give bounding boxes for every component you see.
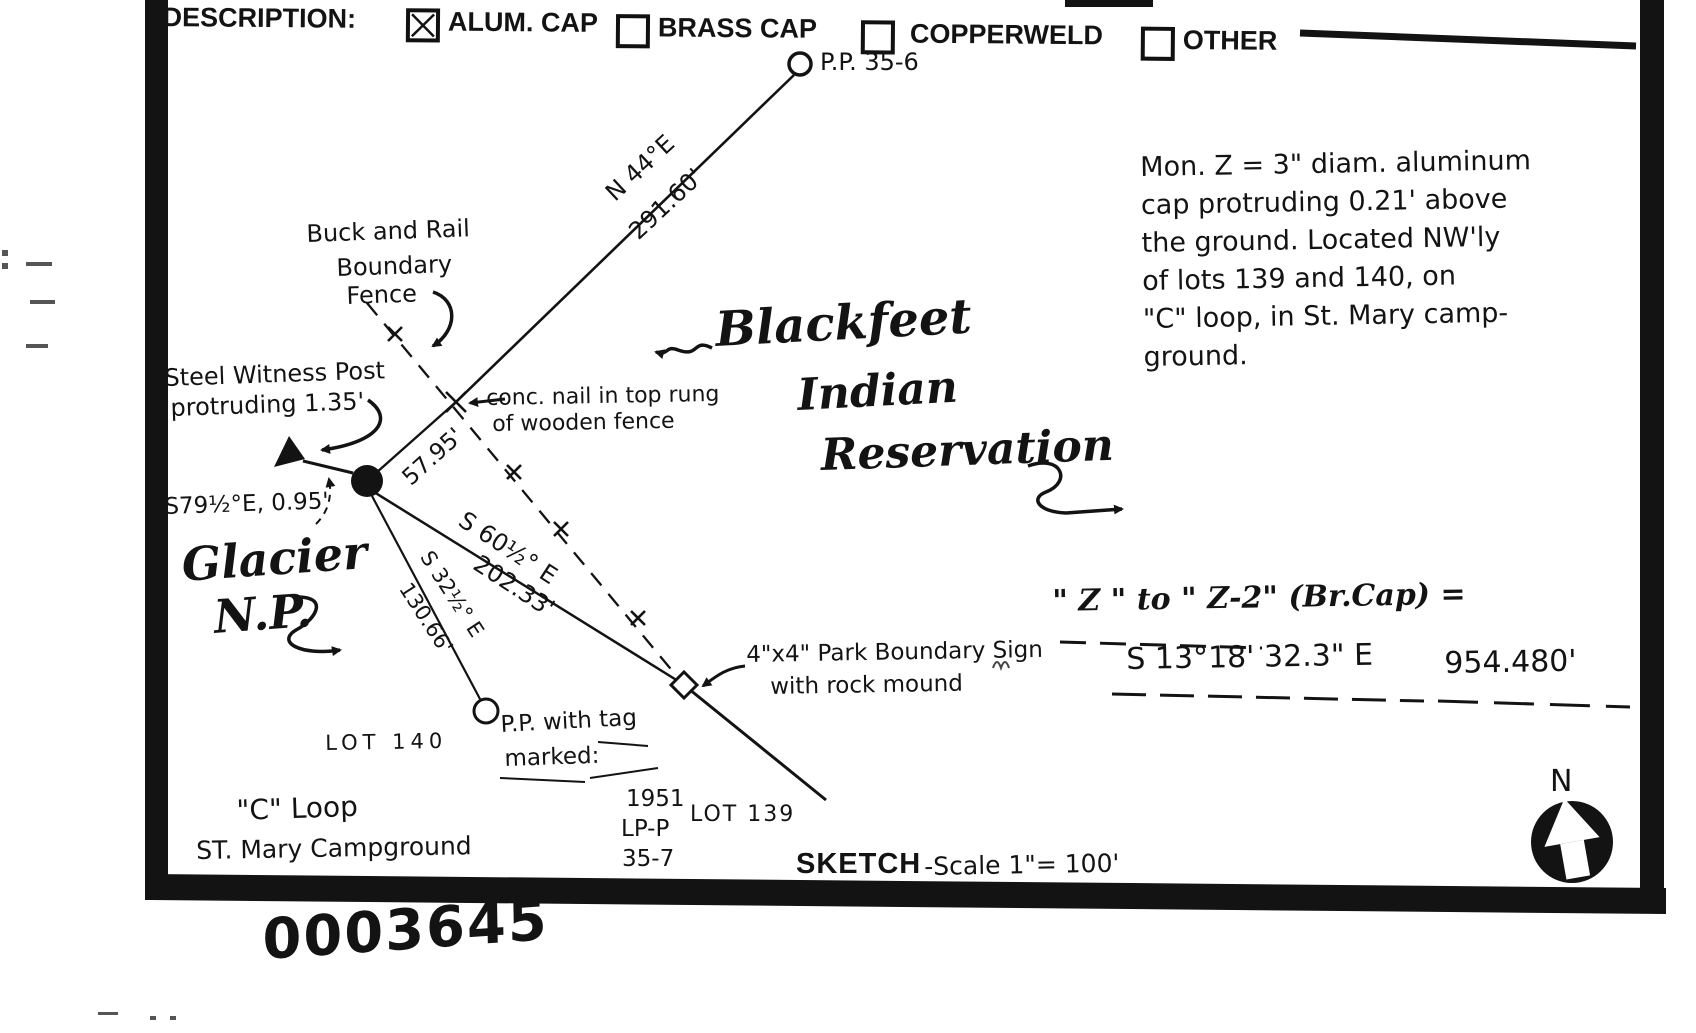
z-line-underline bbox=[1059, 640, 1263, 650]
glacier-label-2: N.P. bbox=[212, 583, 314, 644]
north-label: N bbox=[1550, 764, 1573, 799]
brass-cap-checkbox bbox=[615, 14, 651, 49]
fence-boundary-dashed-line bbox=[366, 302, 685, 686]
conc-nail-label-1: conc. nail in top rung bbox=[486, 381, 720, 411]
description-header-row: .DESCRIPTION: ALUM. CAP BRASS CAP COPPER… bbox=[0, 0, 1696, 73]
fence-label-arrow bbox=[431, 290, 454, 348]
line-witness-to-monument bbox=[302, 459, 354, 475]
monument-z-marker bbox=[351, 465, 383, 497]
pp-tag-label-3: 1951 bbox=[626, 786, 685, 812]
lot-140-label: LOT 140 bbox=[325, 728, 448, 755]
line-pp356-to-nail bbox=[455, 74, 795, 403]
line-monument-to-sign bbox=[373, 490, 679, 683]
boundary-sign-label-2: with rock mound bbox=[770, 670, 964, 700]
buck-rail-label-1: Buck and Rail bbox=[306, 214, 471, 248]
z-to-z2-label: " Z " to " Z-2" (Br.Cap) = bbox=[1052, 576, 1466, 619]
witness-post-marker bbox=[274, 436, 305, 467]
buck-rail-label-2: Boundary bbox=[336, 249, 453, 282]
copperweld-label: COPPERWELD bbox=[909, 18, 1104, 51]
other-label: OTHER bbox=[1182, 25, 1278, 56]
blackfeet-lead-arrow bbox=[654, 343, 713, 360]
alum-cap-checkbox bbox=[405, 8, 441, 43]
witness-label-arrow bbox=[320, 398, 383, 454]
description-label: .DESCRIPTION: bbox=[154, 2, 357, 34]
bearing-result-label: S 13°18' 32.3" E bbox=[1126, 637, 1374, 677]
frame-left-border bbox=[145, 0, 168, 900]
brass-cap-label: BRASS CAP bbox=[657, 12, 818, 44]
pp-tag-label-5: 35-7 bbox=[622, 846, 675, 872]
line-monument-to-nail bbox=[366, 401, 457, 482]
st-mary-campground-label: ST. Mary Campground bbox=[196, 831, 472, 865]
indian-label: Indian bbox=[796, 361, 960, 421]
frame-right-border bbox=[1640, 0, 1664, 905]
s79-tie-arc-arrow bbox=[315, 477, 336, 525]
c-loop-label: "C" Loop bbox=[236, 789, 359, 827]
other-checkbox bbox=[1140, 26, 1175, 61]
nail-label-arrow bbox=[468, 397, 506, 408]
monument-z-note: Mon. Z = 3" diam. aluminum cap protrudin… bbox=[1140, 145, 1535, 380]
pp-356-label: P.P. 35-6 bbox=[820, 48, 919, 76]
bearing-underline bbox=[1111, 692, 1425, 703]
buck-rail-label-3: Fence bbox=[346, 279, 418, 310]
stray-pen-mark bbox=[992, 661, 1010, 672]
marked-underline-tail bbox=[589, 767, 659, 779]
tag-underline bbox=[597, 741, 649, 747]
note-line: ground. bbox=[1143, 340, 1248, 373]
reservation-label: Reservation bbox=[820, 419, 1115, 481]
boundary-line-continuation bbox=[683, 683, 827, 802]
distance-result-label: 954.480' bbox=[1444, 643, 1577, 681]
distance-underline bbox=[1437, 699, 1631, 709]
scan-artifacts bbox=[2, 250, 176, 1020]
power-pole-marker-bottom bbox=[472, 697, 500, 725]
cutoff-text-artifact bbox=[1065, 0, 1153, 7]
other-blank-line bbox=[1299, 29, 1637, 50]
frame-bottom-border bbox=[150, 874, 1666, 914]
fence-x-ticks bbox=[387, 326, 646, 626]
north-arrow-icon bbox=[1531, 798, 1613, 883]
conc-nail-label-2: of wooden fence bbox=[492, 408, 675, 437]
line-monument-to-pp bbox=[371, 495, 481, 700]
sign-label-arrow bbox=[701, 664, 746, 688]
x-mark-icon bbox=[410, 13, 435, 38]
alum-cap-label: ALUM. CAP bbox=[447, 6, 599, 38]
sketch-scale-label: -Scale 1"= 100' bbox=[924, 848, 1120, 881]
boundary-sign-label-1: 4"x4" Park Boundary Sign bbox=[746, 636, 1044, 668]
marked-underline bbox=[499, 777, 586, 783]
pp-tag-label-2: marked: bbox=[504, 742, 600, 772]
lot-139-label: LOT 139 bbox=[690, 802, 796, 827]
pp-tag-label-4: LP-P bbox=[621, 816, 670, 842]
power-pole-marker-top bbox=[787, 51, 813, 77]
boundary-sign-marker bbox=[668, 669, 700, 701]
glacier-squiggle-arrow bbox=[287, 595, 342, 657]
reservation-tail-arrow bbox=[1027, 461, 1124, 515]
sketch-title: SKETCH bbox=[796, 848, 922, 880]
